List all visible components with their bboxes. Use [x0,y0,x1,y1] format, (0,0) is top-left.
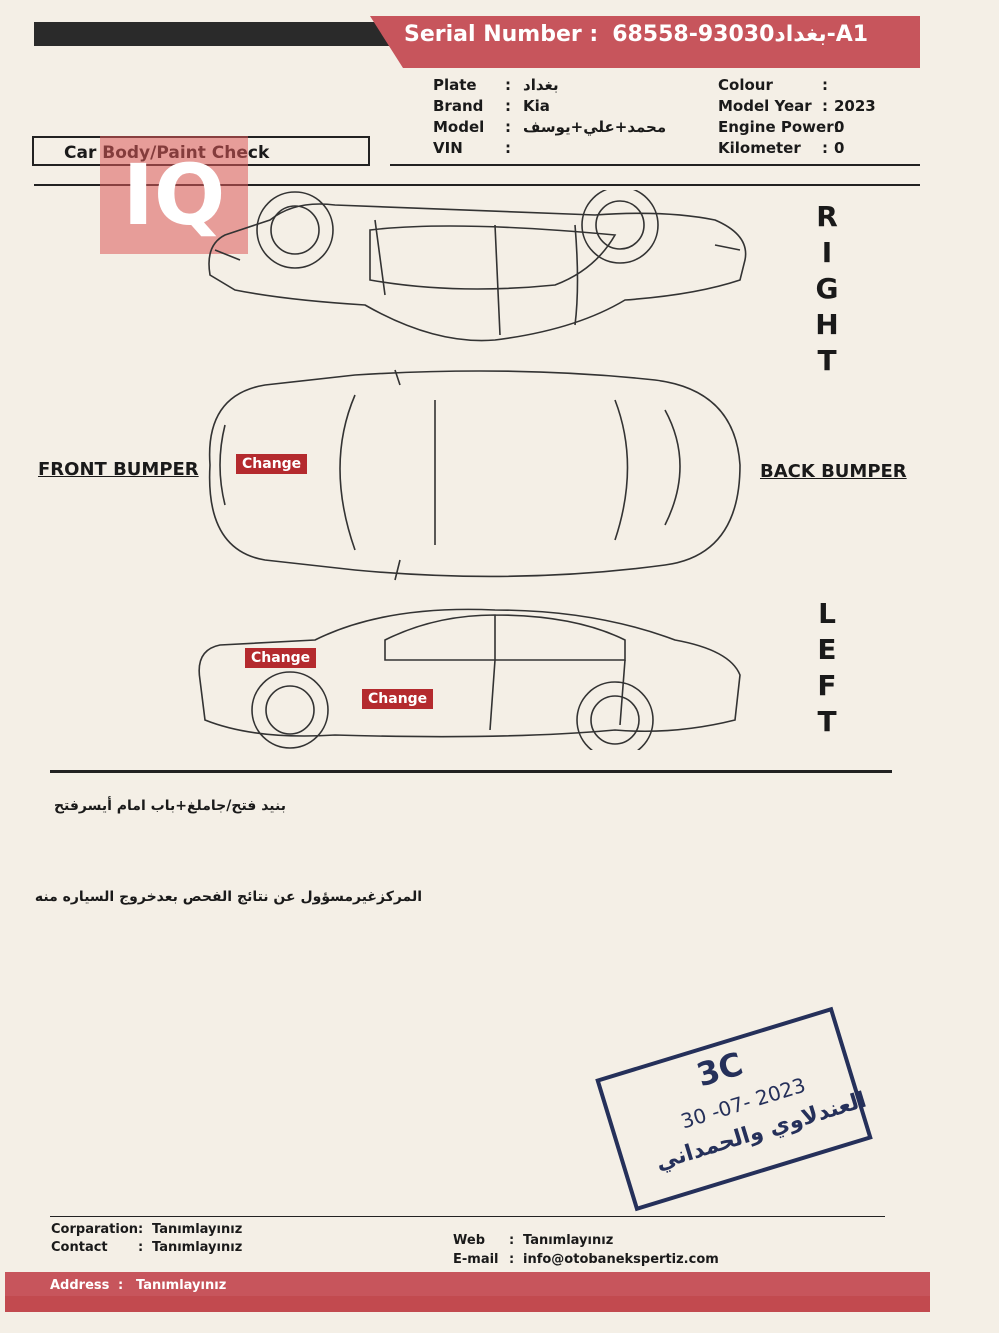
year-row: Model Year:2023 [718,97,876,115]
plate-value: بغداد [523,76,559,94]
footer-divider [50,1216,885,1217]
left-label: L E F T [812,597,842,738]
model-label: Model [433,118,485,136]
plate-label: Plate [433,76,477,94]
model-row: Model:محمد+علي+يوسف [433,118,667,136]
right-letter: H [815,308,839,341]
km-value: 0 [834,139,845,157]
address-value: Tanımlayınız [136,1278,227,1293]
colour-row: Colour: [718,76,828,94]
web-label: Web [453,1233,485,1248]
back-bumper-label: BACK BUMPER [760,461,907,482]
info-divider [390,164,920,166]
header-dark-bar [34,22,414,46]
stamp-code: 3C [692,1044,748,1095]
km-label: Kilometer [718,139,801,157]
inspection-stamp: 3C 30 -07- 2023 العندلاوي والحمداني [595,1006,873,1212]
right-letter: I [821,236,833,269]
car-top-view [208,369,741,581]
hood-change-tag: Change [236,454,308,474]
vin-label: VIN [433,139,463,157]
year-label: Model Year [718,97,812,115]
right-letter: T [817,344,837,377]
section-divider [34,184,920,186]
brand-value: Kia [523,97,550,115]
left-letter: E [817,633,837,666]
car-left-side [198,608,741,750]
plate-row: Plate:بغداد [433,76,559,94]
left-letter: L [818,597,836,630]
contact-label: Contact [51,1240,108,1255]
serial-value: بغداد93030-68558-A1 [612,22,869,47]
vin-row: VIN: [433,139,511,157]
left-letter: F [817,669,837,702]
year-value: 2023 [834,97,876,115]
footer-red-bar-lower [5,1296,930,1312]
power-label: Engine Power: [718,118,840,136]
car-diagram [198,190,747,750]
power-value: 0 [834,118,845,136]
web-row: Web:Tanımlayınız [453,1233,614,1248]
colour-label: Colour [718,76,773,94]
km-row: Kilometer:0 [718,139,845,157]
disclaimer-note: المركزغيرمسؤول عن نتائج الفحص بعدخروج ال… [34,889,422,905]
fender-change-tag: Change [245,648,317,668]
corp-value: Tanımlayınız [152,1222,243,1237]
address-label: Address [50,1278,110,1293]
power-row: Engine Power:0 [718,118,844,136]
brand-row: Brand:Kia [433,97,550,115]
web-value: Tanımlayınız [523,1233,614,1248]
serial-label: Serial Number : [404,22,599,47]
model-value: محمد+علي+يوسف [523,118,667,136]
front-bumper-label: FRONT BUMPER [38,459,199,480]
brand-label: Brand [433,97,484,115]
left-letter: T [817,705,837,738]
damage-note: بنيد فتح/جاملغ+باب امام أيسرفتح [53,798,286,814]
corp-label: Corparation [51,1222,139,1237]
serial-number: Serial Number : بغداد93030-68558-A1 [404,22,868,47]
corp-row: Corparation:Tanımlayınız [51,1222,243,1237]
contact-row: Contact:Tanımlayınız [51,1240,243,1255]
email-row: E-mail:info@otobanekspertiz.com [453,1252,719,1267]
right-label: R I G H T [812,200,842,377]
right-letter: R [816,200,838,233]
door-change-tag: Change [362,689,434,709]
email-label: E-mail [453,1252,499,1267]
contact-value: Tanımlayınız [152,1240,243,1255]
car-right-side [208,190,747,342]
header-red-bar [370,16,920,68]
diagram-divider [50,770,892,773]
email-value: info@otobanekspertiz.com [523,1252,719,1267]
address-row: Address:Tanımlayınız [50,1278,227,1293]
right-letter: G [815,272,839,305]
iq-logo-watermark: IQ [100,136,248,254]
